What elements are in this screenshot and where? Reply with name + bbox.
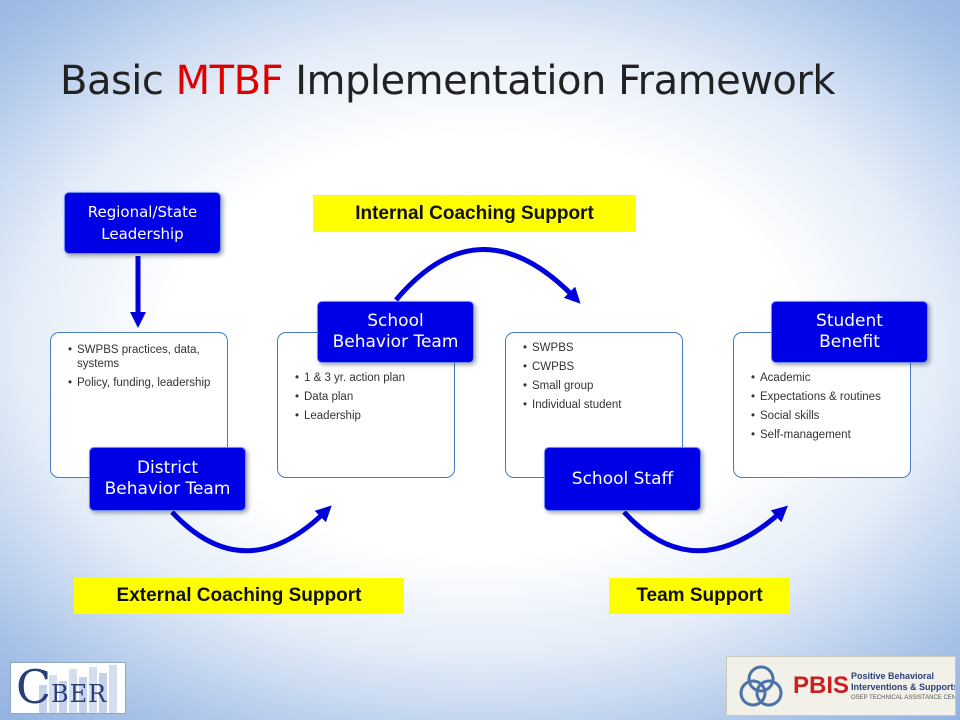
external-coaching-label: External Coaching Support: [74, 578, 404, 614]
district-behavior-team-box: District Behavior Team: [89, 447, 246, 511]
student-card-item: Academic: [751, 371, 902, 385]
title-accent: MTBF: [175, 58, 284, 104]
cber-bars-graphic: [39, 665, 117, 713]
pbis-logo: PBIS Positive Behavioral Interventions &…: [726, 656, 956, 716]
school-team-card-item: Data plan: [295, 390, 446, 404]
title-suffix: Implementation Framework: [283, 58, 836, 104]
slide-title: Basic MTBF Implementation Framework: [60, 58, 836, 104]
school-staff-card-item: CWPBS: [523, 360, 674, 374]
student-card-item: Expectations & routines: [751, 390, 902, 404]
district-card-item: Policy, funding, leadership: [68, 376, 219, 390]
school-staff-card-item: Small group: [523, 379, 674, 393]
student-benefit-box: Student Benefit: [771, 301, 928, 363]
regional-leadership-box: Regional/State Leadership: [64, 192, 221, 254]
title-prefix: Basic: [60, 58, 176, 104]
internal-coaching-label: Internal Coaching Support: [313, 195, 636, 232]
pbis-logo-line2: Interventions & Supports: [851, 682, 956, 692]
pbis-logo-tagline: Positive Behavioral Interventions & Supp…: [851, 671, 956, 704]
school-team-card-item: Leadership: [295, 409, 446, 423]
pbis-logo-line1: Positive Behavioral: [851, 671, 935, 681]
internal-arc-arrow: [394, 247, 581, 304]
cber-logo: C BER: [10, 662, 126, 714]
external-arc-arrow: [170, 505, 332, 554]
pbis-logo-name: PBIS: [793, 672, 850, 699]
school-staff-box: School Staff: [544, 447, 701, 511]
team-support-label: Team Support: [609, 578, 790, 614]
student-card-item: Social skills: [751, 409, 902, 423]
pbis-rings-icon: [739, 665, 783, 707]
school-staff-card-item: Individual student: [523, 398, 674, 412]
pbis-logo-line3: OSEP TECHNICAL ASSISTANCE CENTER: [851, 695, 956, 701]
cber-logo-text: BER: [51, 680, 108, 708]
student-card-item: Self-management: [751, 428, 902, 442]
team-arc-arrow: [622, 505, 788, 554]
school-staff-card-item: SWPBS: [523, 341, 674, 355]
school-behavior-team-box: School Behavior Team: [317, 301, 474, 363]
school-team-card-item: 1 & 3 yr. action plan: [295, 371, 446, 385]
district-card-item: SWPBS practices, data, systems: [68, 343, 219, 371]
cber-logo-letter: C: [16, 662, 52, 714]
